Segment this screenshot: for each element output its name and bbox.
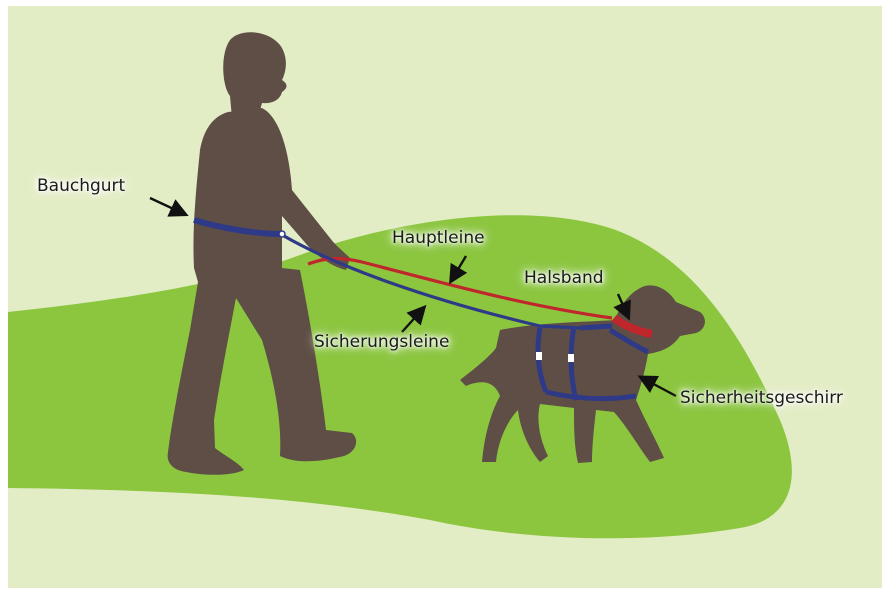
label-bauchgurt: Bauchgurt [37, 176, 125, 196]
harness-buckle [568, 354, 574, 362]
label-halsband: Halsband [524, 268, 604, 288]
label-sicherungsleine: Sicherungsleine [314, 332, 449, 352]
label-sicherheitsgeschirr: Sicherheitsgeschirr [680, 388, 843, 408]
harness-buckle [536, 352, 542, 360]
label-hauptleine: Hauptleine [392, 228, 485, 248]
